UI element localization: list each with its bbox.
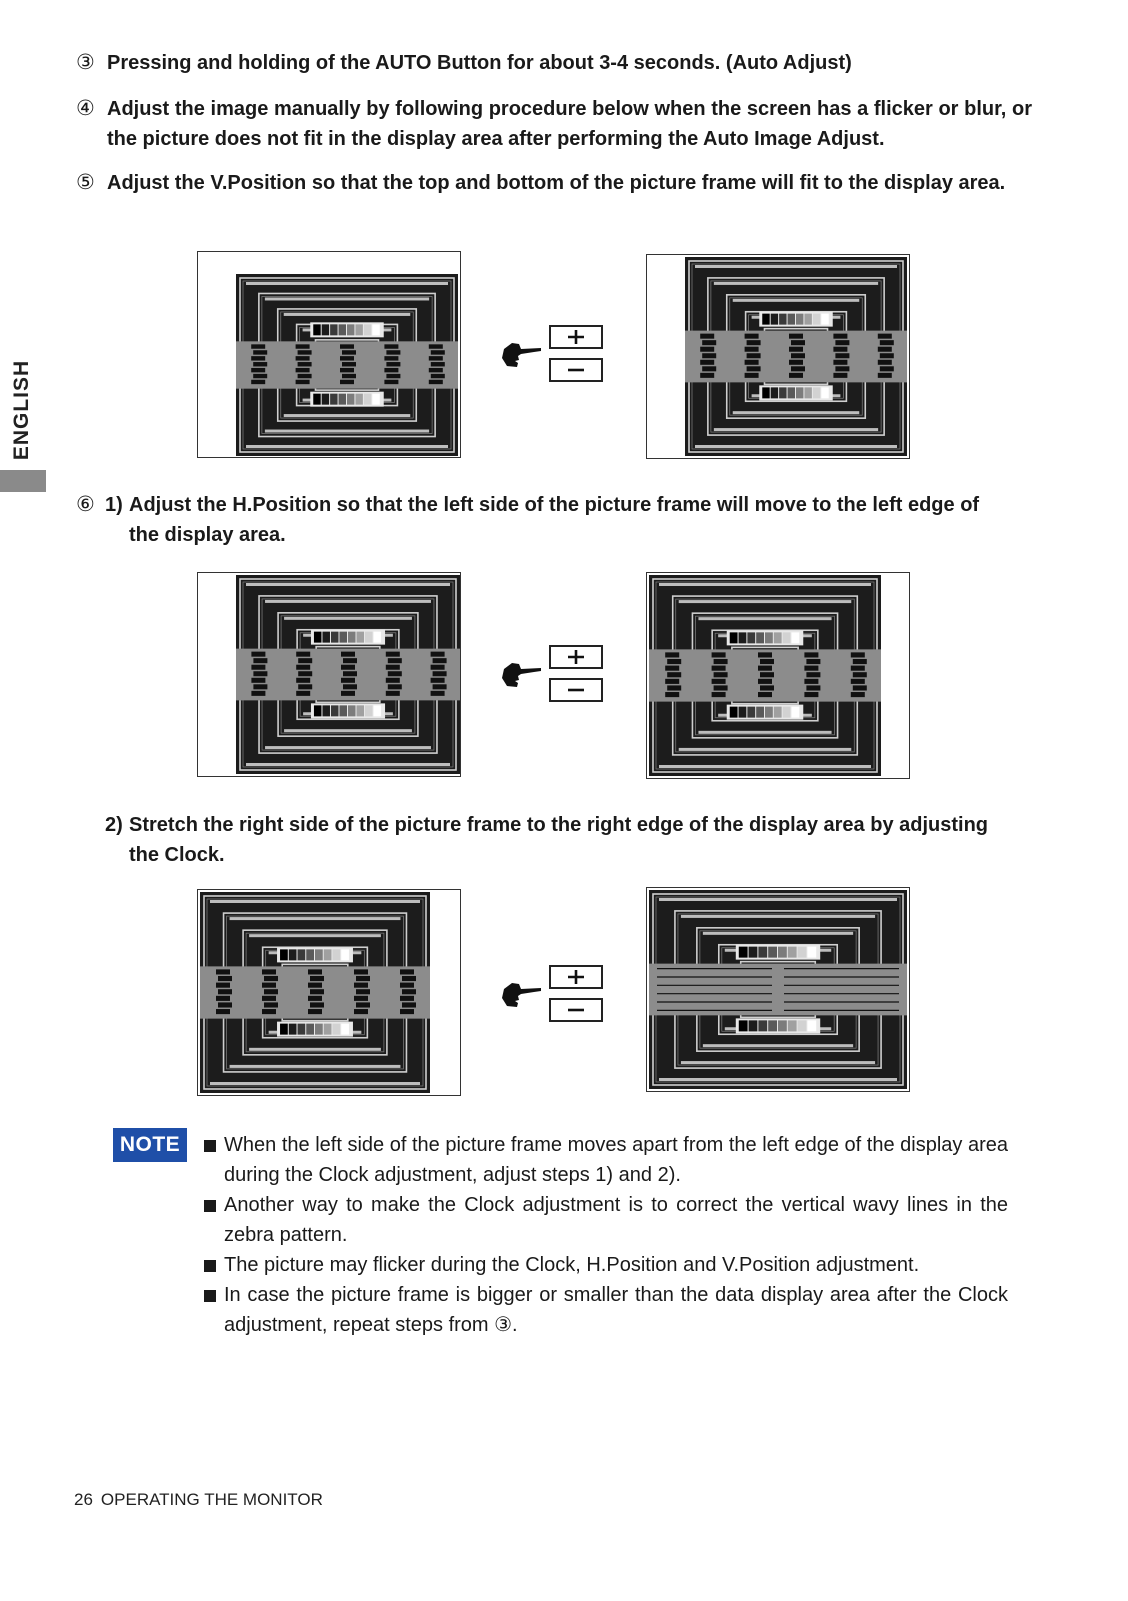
- test-pattern-image: [200, 892, 430, 1093]
- step-5: ⑤ Adjust the V.Position so that the top …: [76, 168, 1032, 198]
- bullet-square-icon: [204, 1140, 216, 1152]
- display-after-vposition: [646, 254, 910, 459]
- step-text: Adjust the image manually by following p…: [107, 98, 1032, 150]
- test-pattern-image: [236, 575, 460, 774]
- plus-button[interactable]: [549, 645, 603, 669]
- minus-button[interactable]: [549, 358, 603, 382]
- step-number: ③: [76, 51, 95, 74]
- note-item: The picture may flicker during the Clock…: [204, 1250, 1008, 1280]
- display-before-vposition: [197, 251, 461, 458]
- minus-button[interactable]: [549, 678, 603, 702]
- plus-icon: [568, 330, 584, 344]
- bullet-square-icon: [204, 1200, 216, 1212]
- substep-1: 1) Adjust the H.Position so that the lef…: [105, 490, 1005, 550]
- plus-button[interactable]: [549, 965, 603, 989]
- minus-icon: [568, 688, 584, 692]
- note-text: In case the picture frame is bigger or s…: [224, 1284, 1008, 1336]
- display-before-clock: [197, 889, 461, 1096]
- test-pattern-image: [685, 257, 907, 456]
- step-4: ④ Adjust the image manually by following…: [76, 94, 1032, 154]
- note-text: When the left side of the picture frame …: [224, 1134, 1008, 1186]
- plus-icon: [568, 970, 584, 984]
- step-number: ④: [76, 97, 95, 120]
- language-label: ENGLISH: [10, 359, 33, 461]
- step-number: ⑤: [76, 171, 95, 194]
- display-before-hposition: [197, 572, 461, 777]
- substep-label: 2): [105, 814, 123, 836]
- page-footer: 26 OPERATING THE MONITOR: [74, 1490, 323, 1510]
- step-number: ⑥: [76, 493, 95, 516]
- substep-text: Stretch the right side of the picture fr…: [129, 814, 989, 866]
- note-text: Another way to make the Clock adjustment…: [224, 1194, 1008, 1246]
- substep-text: Adjust the H.Position so that the left s…: [129, 494, 980, 546]
- note-item: In case the picture frame is bigger or s…: [204, 1280, 1008, 1340]
- substep-label: 1): [105, 494, 123, 516]
- minus-button[interactable]: [549, 998, 603, 1022]
- note-badge: NOTE: [113, 1128, 187, 1162]
- pointing-hand-icon: [502, 983, 541, 1007]
- display-after-hposition: [646, 572, 910, 779]
- section-title: OPERATING THE MONITOR: [100, 1490, 323, 1509]
- minus-icon: [568, 1008, 584, 1012]
- test-pattern-image: [649, 890, 907, 1089]
- minus-icon: [568, 368, 584, 372]
- step-text: Pressing and holding of the AUTO Button …: [107, 52, 852, 74]
- plus-icon: [568, 650, 584, 664]
- language-tab: ENGLISH: [0, 352, 46, 492]
- substep-2: 2) Stretch the right side of the picture…: [105, 810, 1005, 870]
- pointing-hand-icon: [502, 663, 541, 687]
- pointing-hand-icon: [502, 343, 541, 367]
- note-item: When the left side of the picture frame …: [204, 1130, 1008, 1190]
- note-item: Another way to make the Clock adjustment…: [204, 1190, 1008, 1250]
- note-text: The picture may flicker during the Clock…: [224, 1254, 920, 1276]
- note-list: When the left side of the picture frame …: [204, 1130, 1008, 1340]
- test-pattern-image: [649, 575, 881, 776]
- bullet-square-icon: [204, 1290, 216, 1302]
- language-tab-bar: [0, 470, 46, 492]
- plus-button[interactable]: [549, 325, 603, 349]
- test-pattern-image: [236, 274, 458, 456]
- display-after-clock: [646, 887, 910, 1092]
- step-text: Adjust the V.Position so that the top an…: [107, 172, 1006, 194]
- page-number: 26: [74, 1490, 93, 1509]
- step-3: ③ Pressing and holding of the AUTO Butto…: [76, 48, 1032, 78]
- bullet-square-icon: [204, 1260, 216, 1272]
